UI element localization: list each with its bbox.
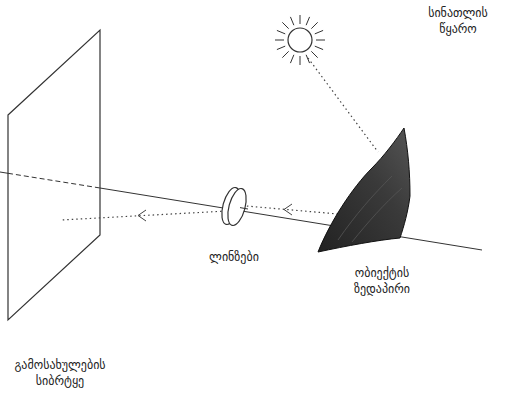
optical-axis [0, 172, 8, 173]
sun-ray [290, 55, 293, 63]
sun-ray [311, 51, 317, 57]
lens-label: ლინზები [209, 250, 259, 266]
image-plane [8, 30, 100, 320]
sun-ray [282, 22, 288, 28]
sun-rays [275, 15, 325, 65]
light-source-sun [275, 15, 325, 65]
sun-ray [300, 56, 301, 65]
optical-axis [100, 188, 482, 250]
sun-ray [277, 30, 285, 33]
object-surface [318, 128, 410, 252]
sun-ray [315, 30, 323, 33]
sun-ray [282, 51, 288, 57]
sun-ray [300, 15, 301, 24]
surface-shading [338, 176, 392, 240]
light-ray [246, 206, 338, 214]
optical-axis [240, 208, 248, 209]
sun-ray [290, 17, 293, 25]
image-plane-label: გამოსახულების სიბრტყე [14, 358, 105, 389]
sun-ray [316, 40, 325, 41]
sun-ray [306, 17, 309, 25]
sun-ray [315, 46, 323, 49]
lens-front [224, 187, 249, 228]
ray-arrowhead [284, 204, 292, 215]
light-ray [62, 211, 226, 220]
sun-ray [277, 46, 285, 49]
ray-arrowhead [138, 210, 146, 221]
light-source-label: სინათლის წყარო [428, 6, 488, 37]
surface-shading [352, 188, 402, 242]
sun-ray [275, 40, 284, 41]
object-surface-label: ობიექტის ზედაპირი [354, 266, 410, 297]
sun-disc [288, 28, 312, 52]
sun-ray [311, 22, 317, 28]
light-ray [308, 58, 378, 152]
optical-axis-hidden [8, 173, 100, 188]
